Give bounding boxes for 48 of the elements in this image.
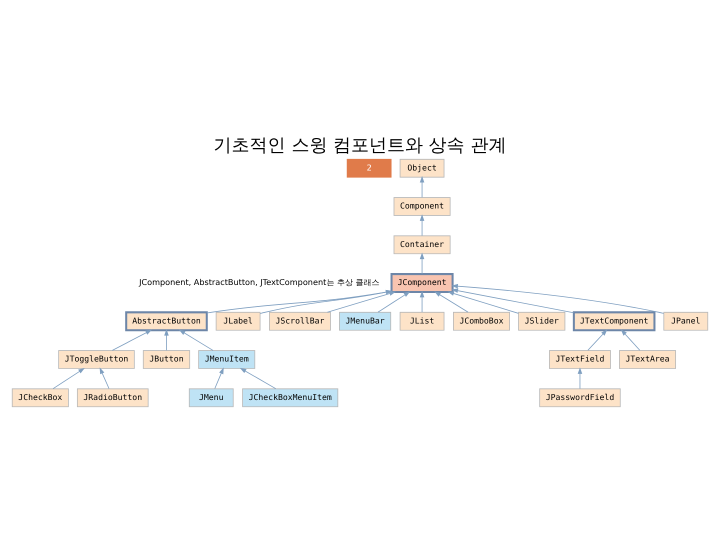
diagram-title: 기초적인 스윙 컴포넌트와 상속 관계 bbox=[214, 134, 506, 156]
node-box: Object bbox=[400, 158, 444, 178]
arrow bbox=[420, 252, 424, 274]
arrow bbox=[452, 288, 574, 314]
node-box: JMenuBar bbox=[339, 312, 392, 331]
node-box: JSlider bbox=[518, 312, 566, 331]
arrow bbox=[260, 290, 392, 314]
arrow bbox=[420, 214, 424, 236]
arrow bbox=[420, 290, 424, 312]
arrow bbox=[578, 367, 582, 389]
node-box: JList bbox=[400, 312, 444, 331]
node-box: JRadioButton bbox=[76, 388, 149, 408]
node-box: JToggleButton bbox=[58, 350, 135, 369]
node-box: JTextField bbox=[549, 350, 611, 369]
node-box: Container bbox=[394, 235, 451, 254]
arrow bbox=[451, 284, 664, 314]
arrow bbox=[434, 291, 468, 313]
node-box: AbstractButton bbox=[125, 311, 208, 332]
node-box: JCheckBoxMenuItem bbox=[242, 388, 338, 408]
node-box: JMenu bbox=[188, 388, 234, 408]
arrow bbox=[214, 367, 224, 389]
node-box: JComponent bbox=[390, 273, 454, 293]
node-box: JScrollBar bbox=[269, 312, 331, 331]
node-box: JTextComponent bbox=[572, 311, 656, 332]
node-box: JButton bbox=[142, 350, 190, 369]
label: 2 bbox=[366, 162, 372, 172]
node-box: JCheckBox bbox=[12, 388, 69, 408]
label: JComponent, AbstractButton, JTextComponent는 추상 클래스 bbox=[139, 277, 380, 288]
arrow bbox=[100, 367, 110, 389]
node-box: JLabel bbox=[216, 312, 260, 331]
arrow bbox=[588, 329, 608, 351]
node-box: Component bbox=[394, 197, 451, 216]
arrow bbox=[206, 290, 392, 314]
arrow bbox=[378, 291, 410, 313]
arrow bbox=[420, 176, 424, 198]
arrow bbox=[52, 368, 85, 390]
arrow bbox=[112, 330, 152, 351]
arrow bbox=[620, 329, 640, 351]
node-box: JComboBox bbox=[453, 312, 510, 331]
arrow bbox=[326, 291, 396, 313]
node-box: JTextArea bbox=[619, 350, 676, 369]
arrow bbox=[164, 329, 169, 351]
arrow bbox=[448, 291, 519, 314]
arrow bbox=[178, 330, 214, 351]
node-box: JMenuItem bbox=[198, 350, 256, 369]
arrow bbox=[240, 368, 276, 390]
node-box: JPanel bbox=[663, 312, 708, 331]
node-box: JPasswordField bbox=[539, 388, 621, 408]
